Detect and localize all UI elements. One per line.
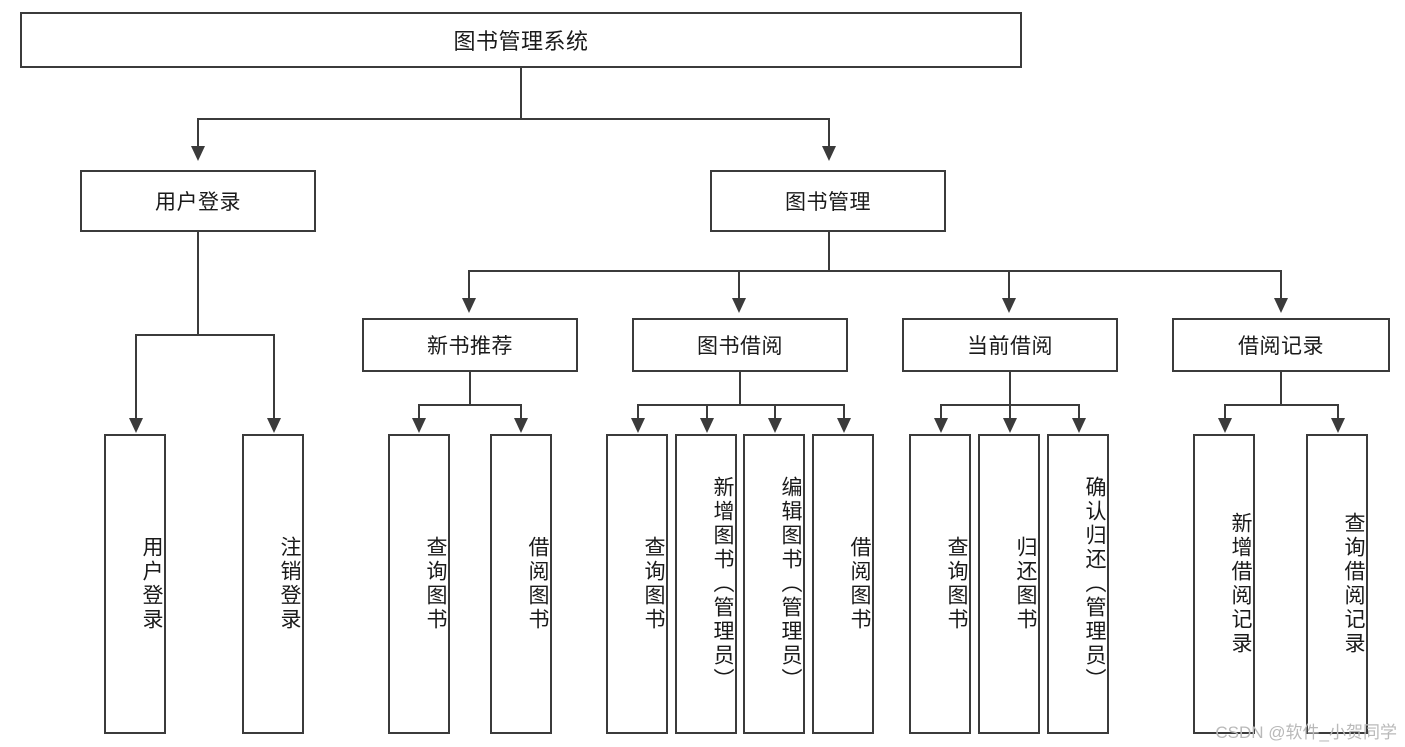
connector-book-manage-bar: [468, 270, 1282, 272]
connector-root-stem: [520, 68, 522, 120]
connector-root-right-drop: [828, 118, 830, 148]
leaf-record-add-record[interactable]: 新增借阅记录: [1193, 434, 1255, 734]
connector-borrow-drop-4: [843, 404, 845, 420]
connector-root-bar: [197, 118, 829, 120]
node-label: 借阅图书: [526, 536, 549, 632]
node-label: 新增借阅记录: [1229, 512, 1252, 656]
arrow-borrow-child-4: [837, 418, 851, 433]
connector-bm-drop-1: [468, 270, 470, 300]
connector-current-drop-3: [1078, 404, 1080, 420]
connector-record-drop-1: [1224, 404, 1226, 420]
node-label: 新书推荐: [427, 335, 513, 358]
leaf-current-query-book[interactable]: 查询图书: [909, 434, 971, 734]
leaf-borrow-add-book[interactable]: 新增图书（管理员）: [675, 434, 737, 734]
connector-user-login-stem: [197, 232, 199, 336]
connector-user-login-bar: [135, 334, 275, 336]
connector-current-drop-2: [1009, 404, 1011, 420]
leaf-recommend-borrow-book[interactable]: 借阅图书: [490, 434, 552, 734]
leaf-current-return-book[interactable]: 归还图书: [978, 434, 1040, 734]
connector-bm-drop-4: [1280, 270, 1282, 300]
node-new-book-recommend[interactable]: 新书推荐: [362, 318, 578, 372]
arrow-to-user-login-leaf: [129, 418, 143, 433]
node-label: 编辑图书（管理员）: [779, 476, 802, 692]
arrow-to-borrow-record: [1274, 298, 1288, 313]
node-book-manage[interactable]: 图书管理: [710, 170, 946, 232]
leaf-user-login[interactable]: 用户登录: [104, 434, 166, 734]
connector-recommend-bar: [418, 404, 522, 406]
arrow-borrow-child-1: [631, 418, 645, 433]
connector-record-drop-2: [1337, 404, 1339, 420]
connector-root-left-drop: [197, 118, 199, 148]
connector-current-stem: [1009, 372, 1011, 406]
connector-record-stem: [1280, 372, 1282, 406]
arrow-current-child-3: [1072, 418, 1086, 433]
leaf-borrow-edit-book[interactable]: 编辑图书（管理员）: [743, 434, 805, 734]
connector-record-bar: [1224, 404, 1338, 406]
node-label: 新增图书（管理员）: [711, 476, 734, 692]
connector-user-login-left-drop: [135, 334, 137, 420]
arrow-current-child-2: [1003, 418, 1017, 433]
arrow-borrow-child-3: [768, 418, 782, 433]
leaf-record-query-record[interactable]: 查询借阅记录: [1306, 434, 1368, 734]
connector-borrow-drop-2: [706, 404, 708, 420]
arrow-to-current-borrow: [1002, 298, 1016, 313]
connector-bm-drop-3: [1008, 270, 1010, 300]
connector-user-login-right-drop: [273, 334, 275, 420]
arrow-to-user-login: [191, 146, 205, 161]
connector-recommend-drop-2: [520, 404, 522, 420]
connector-recommend-stem: [469, 372, 471, 406]
connector-bm-drop-2: [738, 270, 740, 300]
node-book-borrow[interactable]: 图书借阅: [632, 318, 848, 372]
node-label: 图书借阅: [697, 335, 783, 358]
arrow-to-logout-leaf: [267, 418, 281, 433]
arrow-recommend-child-1: [412, 418, 426, 433]
arrow-recommend-child-2: [514, 418, 528, 433]
node-label: 查询图书: [945, 536, 968, 632]
node-label: 查询图书: [642, 536, 665, 632]
node-label: 用户登录: [140, 536, 163, 632]
node-label: 图书管理系统: [453, 29, 589, 54]
leaf-logout[interactable]: 注销登录: [242, 434, 304, 734]
node-label: 借阅记录: [1238, 335, 1324, 358]
node-label: 归还图书: [1014, 536, 1037, 632]
connector-borrow-bar: [637, 404, 845, 406]
node-label: 用户登录: [155, 191, 241, 214]
arrow-to-book-manage: [822, 146, 836, 161]
connector-borrow-stem: [739, 372, 741, 406]
watermark: CSDN @软件_小贺同学: [1215, 723, 1397, 742]
node-label: 查询图书: [424, 536, 447, 632]
node-label: 图书管理: [785, 191, 871, 214]
node-label: 借阅图书: [848, 536, 871, 632]
node-label: 注销登录: [278, 536, 301, 632]
connector-borrow-drop-1: [637, 404, 639, 420]
node-borrow-record[interactable]: 借阅记录: [1172, 318, 1390, 372]
node-label: 确认归还（管理员）: [1083, 476, 1106, 692]
arrow-current-child-1: [934, 418, 948, 433]
arrow-record-child-2: [1331, 418, 1345, 433]
arrow-record-child-1: [1218, 418, 1232, 433]
arrow-to-book-borrow: [732, 298, 746, 313]
arrow-to-new-book-recommend: [462, 298, 476, 313]
node-label: 当前借阅: [967, 335, 1053, 358]
node-root-system[interactable]: 图书管理系统: [20, 12, 1022, 68]
connector-book-manage-stem: [828, 232, 830, 272]
node-current-borrow[interactable]: 当前借阅: [902, 318, 1118, 372]
leaf-borrow-borrow-book[interactable]: 借阅图书: [812, 434, 874, 734]
leaf-recommend-query-book[interactable]: 查询图书: [388, 434, 450, 734]
leaf-borrow-query-book[interactable]: 查询图书: [606, 434, 668, 734]
leaf-current-confirm-return[interactable]: 确认归还（管理员）: [1047, 434, 1109, 734]
connector-recommend-drop-1: [418, 404, 420, 420]
connector-borrow-drop-3: [774, 404, 776, 420]
arrow-borrow-child-2: [700, 418, 714, 433]
node-user-login[interactable]: 用户登录: [80, 170, 316, 232]
node-label: 查询借阅记录: [1342, 512, 1365, 656]
connector-current-drop-1: [940, 404, 942, 420]
